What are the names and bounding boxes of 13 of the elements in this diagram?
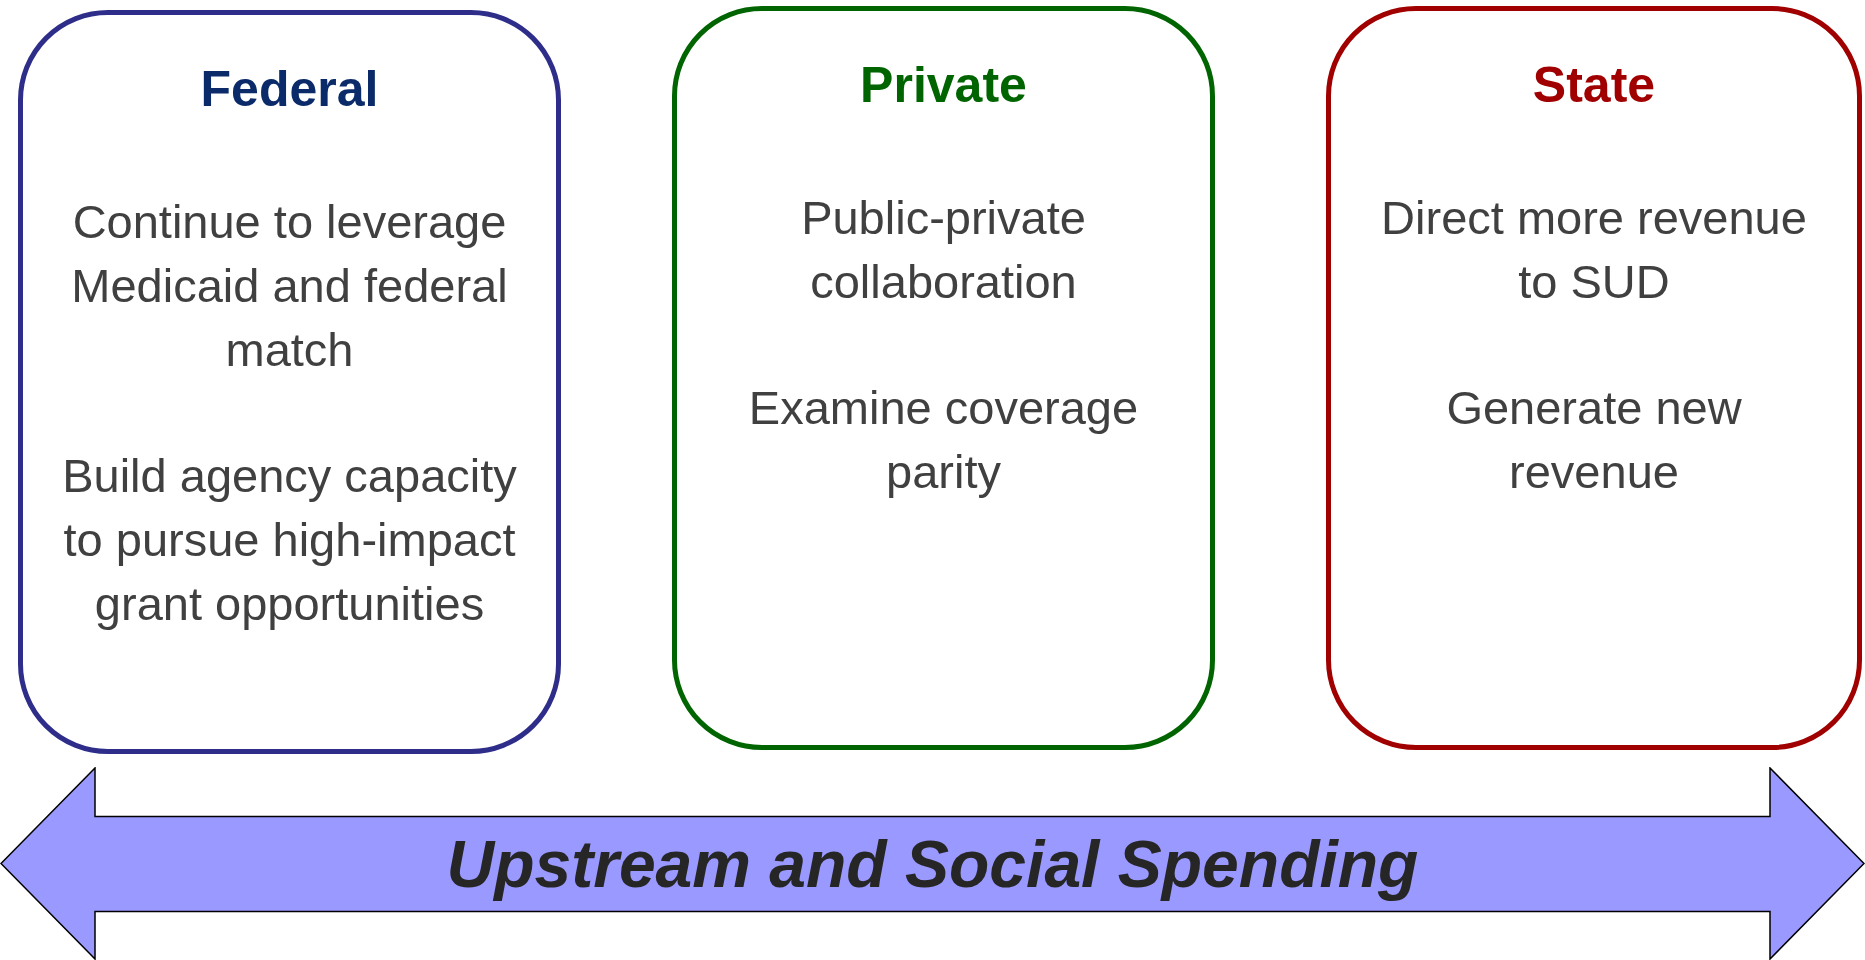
card-heading: Private <box>860 56 1027 115</box>
arrow-label: Upstream and Social Spending <box>445 825 1420 902</box>
card-text: Public-private collaboration <box>800 190 1087 310</box>
category-card <box>672 6 1215 750</box>
card-text: Continue to leverage Medicaid and federal match <box>70 194 509 378</box>
card-text: Build agency capacity to pursue high-impact grant opportunities <box>61 448 518 632</box>
card-text: Examine coverage parity <box>747 380 1140 500</box>
category-card <box>1326 6 1862 750</box>
card-heading: State <box>1532 56 1656 115</box>
card-heading: Federal <box>200 60 379 119</box>
category-card <box>18 10 561 754</box>
card-text: Generate new revenue <box>1445 380 1743 500</box>
card-text: Direct more revenue to SUD <box>1380 190 1808 310</box>
